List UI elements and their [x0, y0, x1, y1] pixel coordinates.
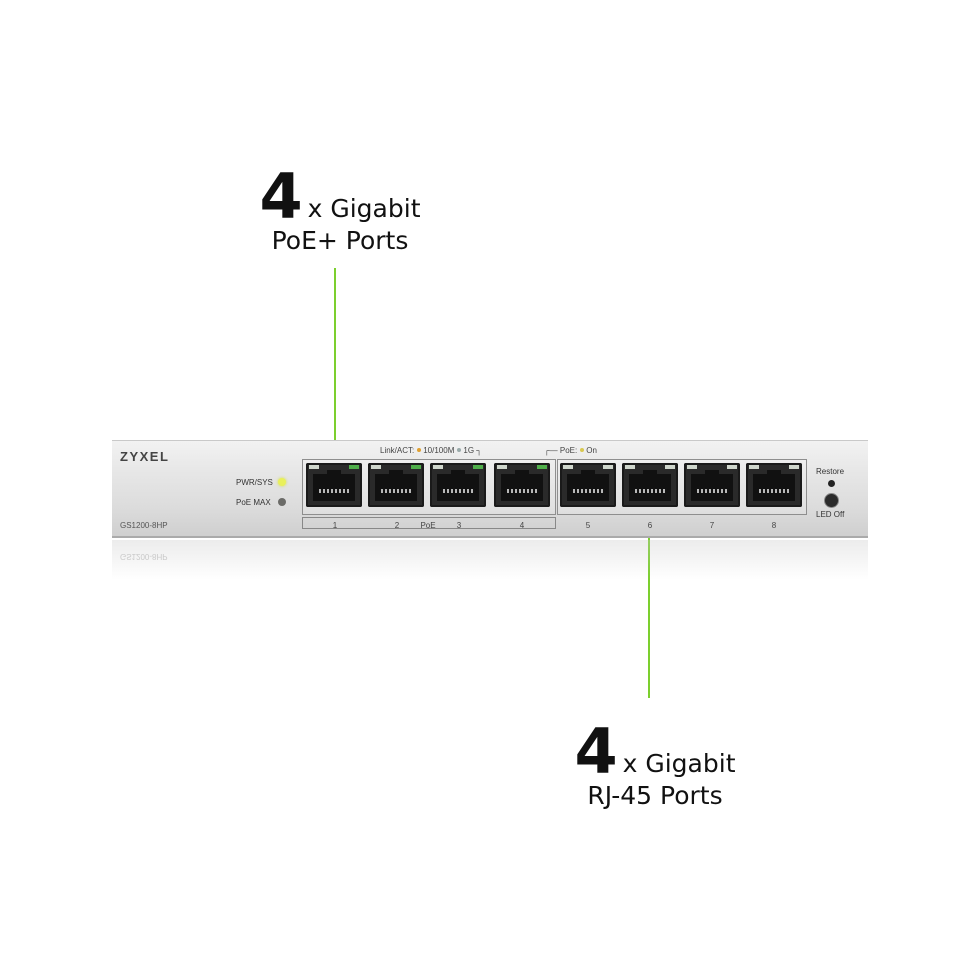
restore-label: Restore [816, 467, 845, 476]
port-8[interactable] [746, 463, 802, 507]
callout-poe-sub: PoE+ Ports [271, 226, 409, 255]
callout-poe-heading: 4 x Gigabit [230, 160, 450, 233]
callout-rj45-text: x Gigabit [622, 749, 736, 778]
port-number: 5 [585, 521, 591, 530]
network-switch: ZYXEL GS1200-8HP PWR/SYS PoE MAX Link/AC… [112, 440, 868, 538]
callout-poe-text: x Gigabit [307, 194, 421, 223]
port-number: 6 [647, 521, 653, 530]
port-number: 7 [709, 521, 715, 530]
callout-rj45-heading: 4 x Gigabit [545, 715, 765, 788]
port-1[interactable] [306, 463, 362, 507]
brand-logo: ZYXEL [120, 449, 170, 464]
port-number: 4 [519, 521, 525, 530]
leader-line-rj45 [648, 486, 650, 698]
callout-poe-count: 4 [259, 160, 302, 233]
callout-rj45-count: 4 [574, 715, 617, 788]
port-number: 2 [394, 521, 400, 530]
poe-number-box [302, 517, 556, 529]
led-off-label: LED Off [816, 510, 845, 519]
port-4[interactable] [494, 463, 550, 507]
port-3[interactable] [430, 463, 486, 507]
poe-on-header: ┌— PoE:On [544, 446, 597, 455]
restore-button[interactable] [828, 480, 835, 487]
callout-rj45-sub: RJ-45 Ports [587, 781, 723, 810]
port-number: 1 [332, 521, 338, 530]
poe-max-label: PoE MAX [236, 498, 271, 507]
poe-max-led [278, 498, 286, 506]
port-number: 8 [771, 521, 777, 530]
poe-label: PoE [420, 521, 436, 530]
port-5[interactable] [560, 463, 616, 507]
callout-poe-ports: 4 x Gigabit PoE+ Ports [230, 160, 450, 256]
model-label: GS1200-8HP [120, 521, 168, 530]
port-number: 3 [456, 521, 462, 530]
leader-line-poe [334, 268, 336, 482]
led-off-button[interactable] [824, 493, 839, 508]
switch-reflection: GS1200-8HP [112, 540, 868, 580]
port-2[interactable] [368, 463, 424, 507]
pwr-sys-led [278, 478, 286, 486]
pwr-sys-label: PWR/SYS [236, 478, 273, 487]
reflection-model: GS1200-8HP [120, 552, 168, 561]
port-7[interactable] [684, 463, 740, 507]
port-6[interactable] [622, 463, 678, 507]
callout-rj45-ports: 4 x Gigabit RJ-45 Ports [545, 715, 765, 811]
